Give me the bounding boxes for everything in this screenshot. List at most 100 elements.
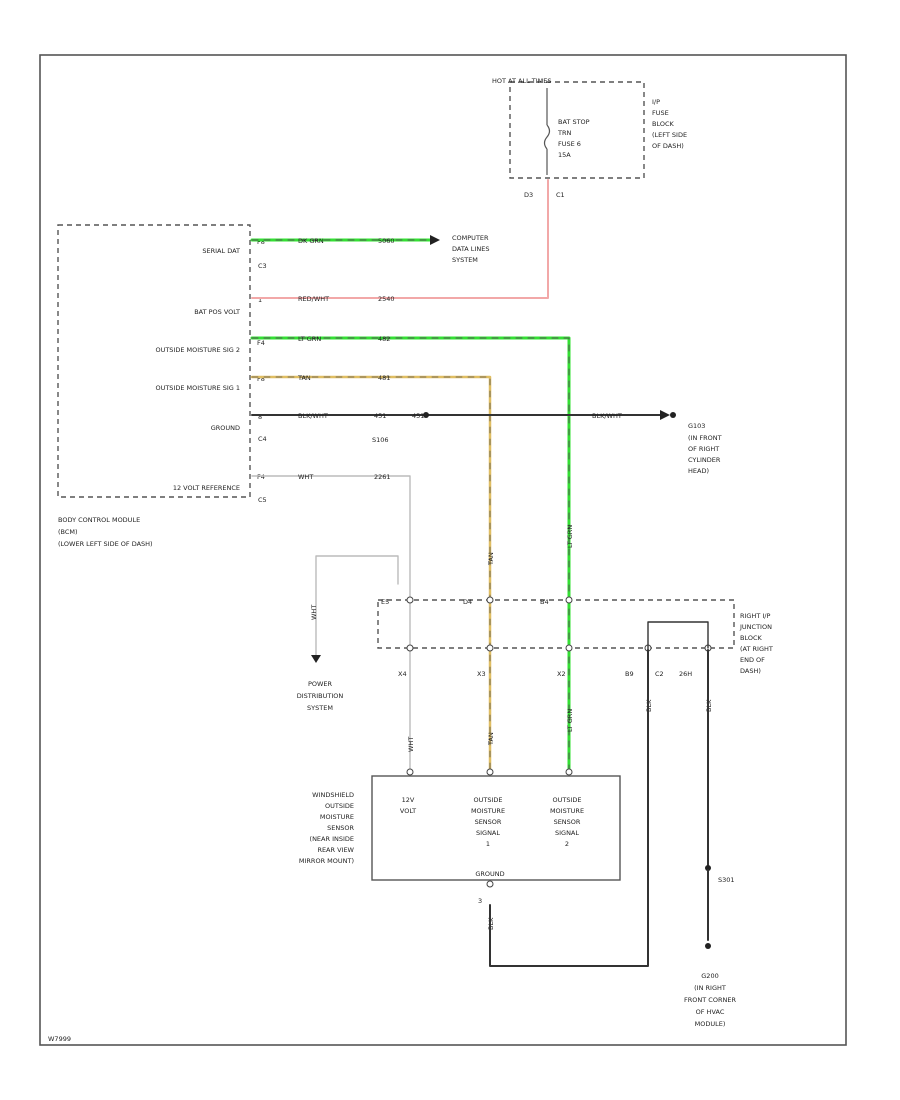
wire-12v-reference	[251, 475, 411, 771]
wire-ground-jumper	[647, 621, 709, 651]
fuse-label-2: TRN	[557, 129, 571, 137]
jb-bottom-b9: B9	[625, 670, 634, 678]
bcm-pin-label-4: OUTSIDE MOISTURE SIG 1	[155, 384, 240, 392]
fuse-block: HOT AT ALL TIMES I/P FUSE BLOCK (LEFT SI…	[492, 77, 687, 199]
fuse-icon	[543, 124, 551, 150]
wire-moisture-sig2-trace	[251, 337, 570, 771]
jb-top-e5: E5	[381, 598, 389, 606]
bcm-conn-c4: C4	[258, 435, 267, 443]
fuse-label-1: BAT STOP	[558, 118, 590, 126]
vwire-tan-upper: TAN	[487, 552, 495, 566]
sensor-pin3-l1: OUTSIDE	[553, 796, 582, 804]
sensor-pin	[565, 768, 573, 776]
wire-sig2-color: LT GRN	[298, 335, 321, 343]
sensor-pin1-l1: 12V	[402, 796, 415, 804]
vwire-green-upper: LT GRN	[566, 525, 574, 548]
jb-name-5: END OF	[740, 656, 765, 664]
sensor-pin1-l2: VOLT	[400, 807, 416, 815]
wire-ground-circuit: 451	[374, 412, 386, 420]
jb-connector-pin	[565, 644, 573, 652]
sensor-pin2-l4: SIGNAL	[476, 829, 500, 837]
splice-s106	[423, 412, 429, 418]
sensor-name-7: MIRROR MOUNT)	[299, 857, 354, 865]
jb-top-d4: D4	[463, 598, 472, 606]
junction-block-box	[377, 599, 735, 649]
sensor-pin2-l3: SENSOR	[475, 818, 502, 826]
fuse-pin-c1: C1	[556, 191, 565, 199]
bcm-name-3: (LOWER LEFT SIDE OF DASH)	[58, 540, 153, 548]
wire-serial-color: DK GRN	[298, 237, 324, 245]
bcm-name-2: (BCM)	[58, 528, 78, 536]
bcm-pin-4: F8	[257, 375, 265, 383]
jb-bottom-26h: 26H	[679, 670, 692, 678]
bcm-pin-3: F4	[257, 339, 265, 347]
moisture-sensor: 12V VOLT OUTSIDE MOISTURE SENSOR SIGNAL …	[299, 768, 621, 905]
ground-name: G103	[688, 422, 705, 430]
jb-name-2: JUNCTION	[739, 623, 772, 631]
sensor-pin3-l4: SIGNAL	[555, 829, 579, 837]
bcm-pin-label-5: GROUND	[211, 424, 240, 432]
power-label-2: DISTRIBUTION	[297, 692, 344, 700]
fuse-block-box	[509, 81, 645, 179]
wire-battery	[251, 179, 549, 299]
bcm-pin-6: F4	[257, 473, 265, 481]
jb-bottom-x4: X4	[398, 670, 407, 678]
jb-connector-pin	[486, 644, 494, 652]
vwire-green-lower: LT GRN	[566, 709, 574, 732]
vwire-white-lower: WHT	[407, 737, 415, 752]
g200-name: G200	[701, 972, 718, 980]
ground-wire-color: BLK/WHT	[592, 412, 622, 420]
power-label-3: SYSTEM	[307, 704, 333, 712]
bcm: SERIAL DAT BAT POS VOLT OUTSIDE MOISTURE…	[57, 224, 267, 548]
fuse-hot-label: HOT AT ALL TIMES	[492, 77, 552, 85]
wire-moisture-sig1-trace	[251, 376, 491, 771]
fuse-pin-d3: D3	[524, 191, 533, 199]
sensor-pin2-l2: MOISTURE	[471, 807, 505, 815]
bcm-pin-2: 1	[258, 296, 262, 304]
bcm-pin-label-3: OUTSIDE MOISTURE SIG 2	[155, 346, 240, 354]
wire-serial-circuit: 5060	[378, 237, 395, 245]
g200-loc-3: OF HVAC	[696, 1008, 725, 1016]
sensor-name-5: (NEAR INSIDE	[310, 835, 354, 843]
ground-loc-2: OF RIGHT	[688, 445, 719, 453]
sensor-pin	[406, 768, 414, 776]
diagram-frame	[39, 54, 847, 1046]
diagram-id: W7999	[48, 1035, 71, 1043]
jb-bottom-x3: X3	[477, 670, 486, 678]
jb-name-3: BLOCK	[740, 634, 763, 642]
jb-bottom-c2: C2	[655, 670, 664, 678]
bcm-pin-1: F8	[257, 238, 265, 246]
sensor-ground-pin	[486, 880, 494, 888]
bcm-pin-label-2: BAT POS VOLT	[194, 308, 240, 316]
fuse-label-4: 15A	[558, 151, 571, 159]
power-wire-color: WHT	[310, 605, 318, 620]
ground-terminal-icon	[705, 943, 711, 949]
ground-loc-1: (IN FRONT	[688, 434, 722, 442]
splice-s301	[705, 865, 711, 871]
jb-bottom-x2: X2	[557, 670, 566, 678]
wire-ref-circuit: 2261	[374, 473, 391, 481]
fuse-block-name-1: I/P	[652, 98, 660, 106]
arrow-icon	[660, 410, 670, 420]
sensor-name-3: MOISTURE	[320, 813, 354, 821]
sensor-pin3-l5: 2	[565, 840, 569, 848]
ground-loc-4: HEAD)	[688, 467, 709, 475]
bcm-name-1: BODY CONTROL MODULE	[58, 516, 140, 524]
g200-loc-4: MODULE)	[695, 1020, 726, 1028]
sensor-name-2: OUTSIDE	[325, 802, 354, 810]
jb-connector-pin	[406, 644, 414, 652]
jb-connector-pin	[565, 596, 573, 604]
g200-loc-1: (IN RIGHT	[694, 984, 726, 992]
data-line-label-1: COMPUTER	[452, 234, 489, 242]
arrow-down-icon	[311, 655, 321, 663]
power-label-1: POWER	[308, 680, 333, 688]
jb-top-b4: B4	[540, 598, 549, 606]
vwire-tan-lower: TAN	[487, 732, 495, 746]
ground-terminal-icon	[670, 412, 676, 418]
fuse-block-name-4: (LEFT SIDE	[652, 131, 687, 139]
fuse-label-3: FUSE 6	[558, 140, 581, 148]
wire-sig2-circuit: 482	[378, 335, 390, 343]
fuse-block-name-3: BLOCK	[652, 120, 675, 128]
